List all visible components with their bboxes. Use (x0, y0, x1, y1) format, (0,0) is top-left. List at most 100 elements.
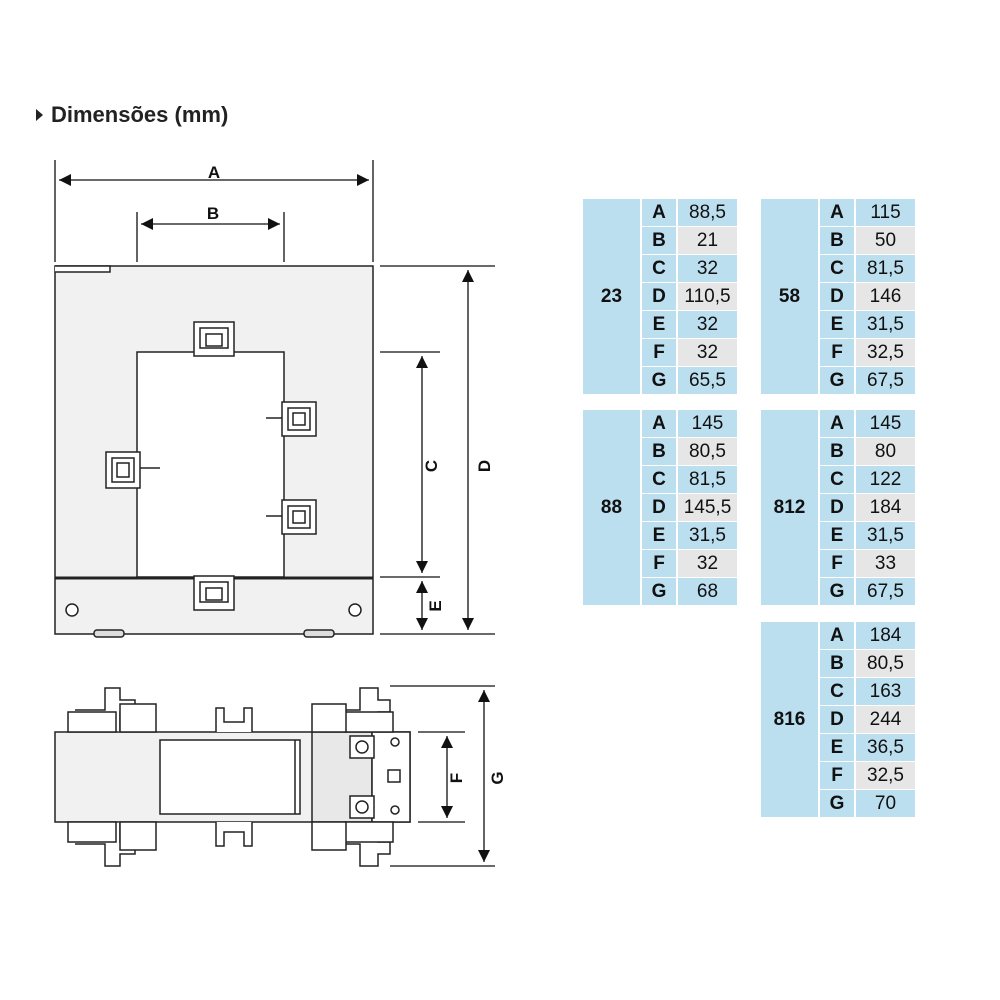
dim-value: 184 (854, 622, 915, 650)
heading-text: Dimensões (mm) (51, 102, 229, 127)
dimension-a (54, 160, 374, 262)
dim-value: 145 (676, 410, 737, 438)
dim-label-d: D (475, 460, 494, 472)
dim-key: B (640, 437, 677, 466)
dim-label-g: G (488, 771, 507, 784)
mount-hole-left (65, 603, 79, 617)
dim-value: 110,5 (676, 282, 737, 311)
dim-value: 33 (854, 549, 915, 578)
dim-value: 244 (854, 705, 915, 734)
dim-key: D (818, 705, 855, 734)
clip-top (193, 321, 235, 357)
dim-value: 81,5 (676, 465, 737, 494)
dim-value: 80 (854, 437, 915, 466)
dim-key: E (818, 733, 855, 762)
dim-value: 31,5 (854, 521, 915, 550)
top-view (54, 687, 411, 867)
dim-key: C (818, 465, 855, 494)
dim-value: 88,5 (676, 199, 737, 227)
dim-value: 31,5 (854, 310, 915, 339)
dim-label-e: E (426, 600, 445, 611)
dim-key: G (640, 577, 677, 605)
dim-key: G (818, 366, 855, 394)
dim-key: D (640, 282, 677, 311)
model-number: 58 (761, 199, 819, 394)
dim-label-b: B (207, 204, 219, 223)
dim-value: 32,5 (854, 338, 915, 367)
dim-value: 122 (854, 465, 915, 494)
dim-value: 50 (854, 226, 915, 255)
foot-right (303, 629, 335, 638)
dim-key: D (818, 282, 855, 311)
dim-value: 145 (854, 410, 915, 438)
front-window (136, 351, 285, 578)
dim-value: 163 (854, 677, 915, 706)
dim-key: A (640, 199, 677, 227)
dim-label-c: C (422, 460, 441, 472)
dim-value: 32 (676, 310, 737, 339)
dimension-d (380, 265, 495, 635)
square-terminal-icon (387, 769, 401, 783)
model-number: 88 (583, 410, 641, 605)
dim-key: D (818, 493, 855, 522)
triangle-bullet-icon (36, 109, 43, 121)
screw-bottom-icon (355, 800, 369, 814)
dim-key: F (640, 549, 677, 578)
dimension-g (390, 685, 495, 867)
dim-value: 21 (676, 226, 737, 255)
dim-value: 115 (854, 199, 915, 227)
dim-key: E (640, 521, 677, 550)
dim-key: B (818, 437, 855, 466)
mount-hole-right (348, 603, 362, 617)
dim-key: D (640, 493, 677, 522)
dim-value: 80,5 (854, 649, 915, 678)
dim-value: 32,5 (854, 761, 915, 790)
dim-key: F (640, 338, 677, 367)
dim-key: G (818, 577, 855, 605)
top-window (159, 739, 301, 815)
dim-key: C (640, 254, 677, 283)
dim-key: B (818, 226, 855, 255)
dim-value: 36,5 (854, 733, 915, 762)
dimension-c (380, 351, 440, 578)
dim-value: 68 (676, 577, 737, 605)
model-number: 816 (761, 622, 819, 817)
dim-key: C (818, 677, 855, 706)
dim-key: E (818, 521, 855, 550)
dim-value: 70 (854, 789, 915, 817)
dim-key: B (640, 226, 677, 255)
dim-label-a: A (208, 163, 220, 182)
dim-value: 31,5 (676, 521, 737, 550)
dim-value: 67,5 (854, 366, 915, 394)
clip-right-upper (266, 401, 317, 437)
clip-bottom-u (215, 822, 253, 847)
dim-key: A (818, 622, 855, 650)
dimension-f (418, 731, 465, 823)
model-number: 812 (761, 410, 819, 605)
foot-left (93, 629, 125, 638)
clip-left (105, 451, 160, 489)
dim-key: C (640, 465, 677, 494)
dim-value: 32 (676, 549, 737, 578)
dim-label-f: F (447, 773, 466, 783)
model-number: 23 (583, 199, 641, 394)
dim-key: G (640, 366, 677, 394)
dim-key: A (640, 410, 677, 438)
dim-key: E (640, 310, 677, 339)
front-view (54, 265, 374, 638)
dim-value: 32 (676, 338, 737, 367)
dim-value: 32 (676, 254, 737, 283)
dim-value: 145,5 (676, 493, 737, 522)
dim-value: 81,5 (854, 254, 915, 283)
dim-key: B (818, 649, 855, 678)
dimension-b (136, 212, 285, 262)
screw-top-icon (355, 740, 369, 754)
clip-top-u (215, 707, 253, 732)
dim-value: 67,5 (854, 577, 915, 605)
dim-key: F (818, 338, 855, 367)
